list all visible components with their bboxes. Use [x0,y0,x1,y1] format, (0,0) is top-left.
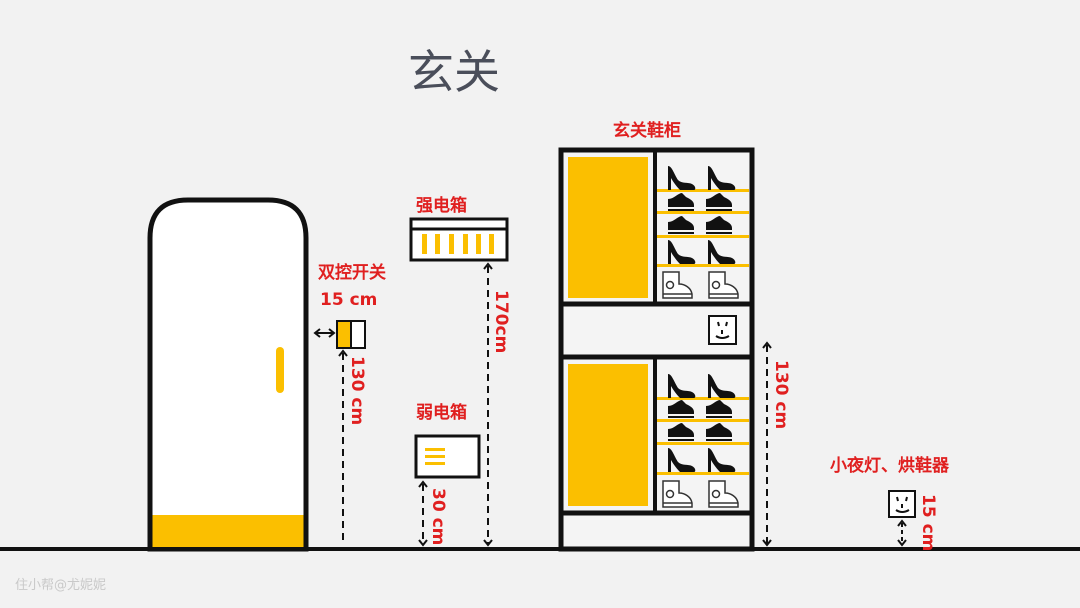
door-kickplate [152,515,304,547]
shoe-cabinet-label: 玄关鞋柜 [613,120,681,141]
weak-box-height-label: 30 cm [428,488,448,545]
strong-electric-box [409,217,509,262]
strong-box-height-label: 170cm [491,290,511,353]
night-light-outlet-icon [888,490,916,518]
cabinet-door-upper [568,157,648,298]
cabinet-outlet-icon [708,315,737,345]
door [147,197,309,552]
strong-box-label: 强电箱 [416,195,467,216]
weak-electric-box [414,434,481,479]
cabinet-door-lower [568,364,648,506]
night-light-height-label: 15 cm [918,494,938,551]
shoe-cabinet [558,147,755,552]
switch-offset-label: 15 cm [320,290,377,310]
watermark: 住小帮@尤妮妮 [15,578,106,593]
weak-box-label: 弱电箱 [416,402,467,423]
dual-switch [336,320,366,349]
switch-offset-arrow [313,328,336,338]
night-light-label: 小夜灯、烘鞋器 [830,455,950,476]
switch-height-label: 130 cm [347,356,367,425]
shoe-shelves [657,189,749,475]
door-handle [276,347,284,393]
cabinet-outlet-height-label: 130 cm [771,360,791,429]
dual-switch-label: 双控开关 [318,262,386,283]
page-title: 玄关 [408,45,500,99]
